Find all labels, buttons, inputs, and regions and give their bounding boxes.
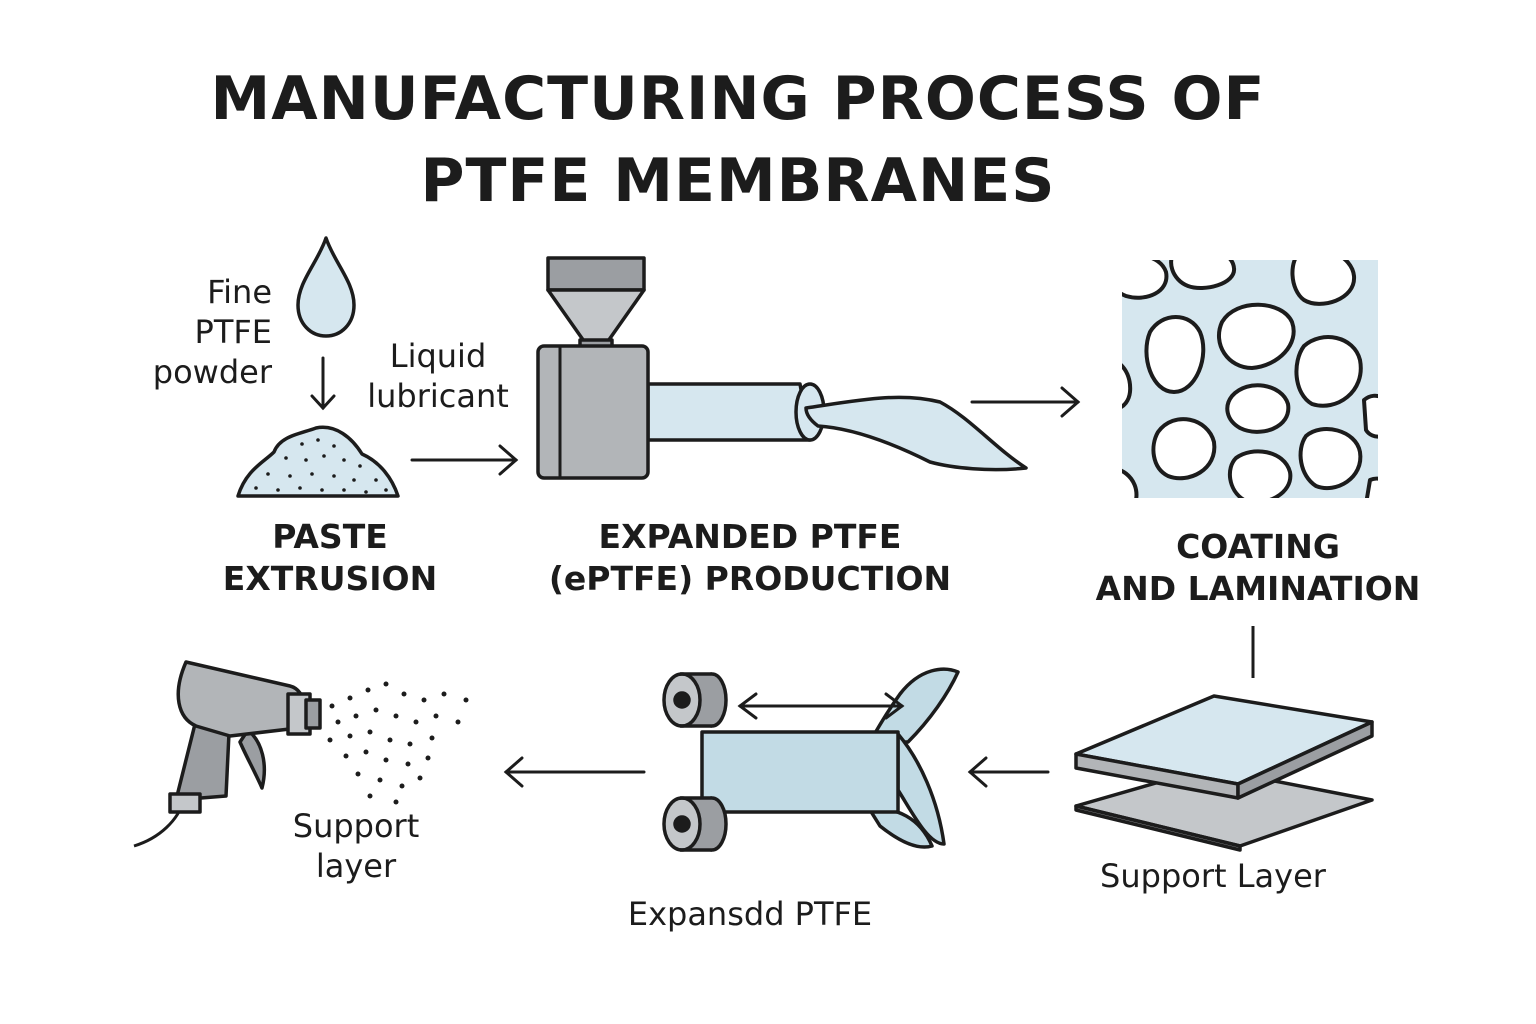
paste-extrusion-label: PASTE EXTRUSION: [222, 517, 438, 598]
stretching-rollers-icon: [662, 667, 960, 852]
title-line-2: PTFE MEMBRANES: [420, 146, 1056, 216]
arrow-left-icon: [967, 756, 1050, 788]
title-line-1: MANUFACTURING PROCESS OF: [210, 64, 1266, 134]
fine-powder-label: Fine PTFE powder: [152, 273, 272, 391]
arrow-down-icon: [310, 356, 336, 411]
eptfe-production-label: EXPANDED PTFE (ePTFE) PRODUCTION: [548, 517, 952, 598]
page-title: MANUFACTURING PROCESS OF PTFE MEMBRANES: [0, 58, 1476, 222]
powder-pile-icon: [236, 425, 400, 498]
liquid-lubricant-label: Liquid lubricant: [367, 337, 509, 415]
arrow-right-icon-2: [970, 386, 1081, 418]
spray-gun-icon: [133, 660, 322, 848]
coating-lamination-label: COATING AND LAMINATION: [1095, 527, 1421, 608]
spray-particles-icon: [327, 681, 469, 805]
droplet-icon: [296, 236, 356, 338]
arrow-right-icon: [410, 444, 519, 476]
support-layer-spray-label: Support layer: [292, 807, 420, 885]
porous-structure-icon: [1122, 260, 1378, 498]
expanded-ptfe-label: Expansdd PTFE: [627, 895, 873, 933]
extruder-icon: [536, 256, 1028, 480]
arrow-left-icon-2: [503, 756, 646, 788]
stretch-double-arrow-icon: [737, 692, 905, 720]
layered-sheets-icon: [1074, 694, 1374, 852]
support-layer-sheet-label: Support Layer: [1100, 857, 1326, 895]
